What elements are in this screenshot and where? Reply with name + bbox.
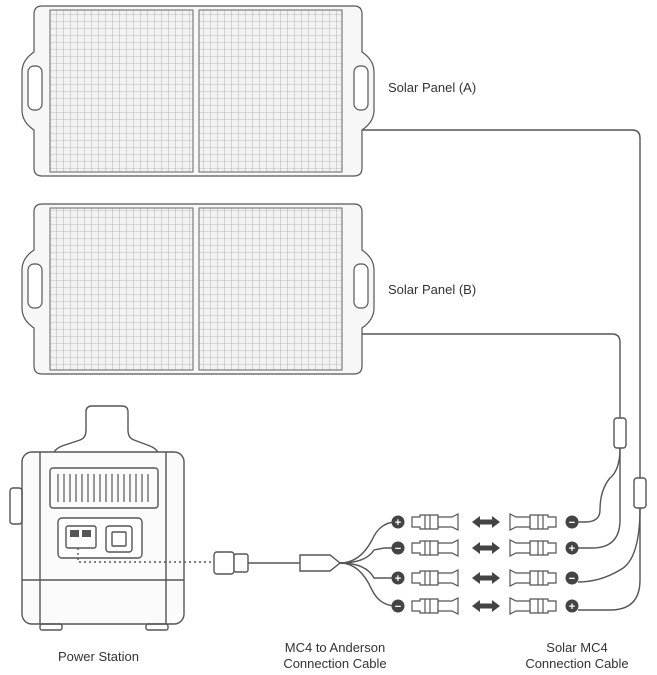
minus-icon-label: −	[569, 573, 575, 585]
plus-icon: +	[391, 515, 405, 529]
minus-icon-label: −	[395, 601, 401, 613]
solar-mc4-label-line1: Solar MC4	[546, 640, 608, 655]
double-arrow-icon	[472, 516, 500, 528]
solar-mc4-label: Solar MC4 Connection Cable	[515, 640, 639, 672]
minus-icon: −	[565, 515, 579, 529]
mc4-right-connector	[509, 569, 557, 587]
panel-b-label: Solar Panel (B)	[388, 282, 477, 297]
plus-icon-label: +	[569, 601, 575, 613]
mc4-anderson-label: MC4 to Anderson Connection Cable	[270, 640, 400, 672]
mc4-anderson-label-line1: MC4 to Anderson	[284, 640, 386, 655]
plus-icon-label: +	[395, 573, 401, 585]
power-station	[9, 405, 185, 631]
solar-panel-a	[21, 5, 375, 177]
anderson-cable	[77, 521, 397, 607]
plus-icon: +	[391, 571, 405, 585]
mc4-anderson-label-line2: Connection Cable	[283, 656, 387, 671]
mc4-right-connector	[509, 597, 557, 615]
plus-icon: +	[565, 541, 579, 555]
handle-left	[27, 65, 43, 111]
plus-icon-label: +	[569, 543, 575, 555]
plus-icon: +	[565, 599, 579, 613]
double-arrow-icon	[472, 600, 500, 612]
minus-icon-label: −	[395, 543, 401, 555]
mc4-left-connector	[411, 539, 459, 557]
power-station-label: Power Station	[58, 649, 139, 664]
double-arrow-icon	[472, 572, 500, 584]
panel-a-label: Solar Panel (A)	[388, 80, 477, 95]
minus-icon: −	[391, 599, 405, 613]
solar-mc4-label-line2: Connection Cable	[525, 656, 629, 671]
mc4-left-connector	[411, 597, 459, 615]
panel-cables	[362, 129, 647, 611]
mc4-left-connector	[411, 569, 459, 587]
mc4-right-connector	[509, 513, 557, 531]
double-arrow-icon	[472, 542, 500, 554]
minus-icon-label: −	[569, 517, 575, 529]
solar-panel-b	[21, 203, 375, 375]
mc4-right-connector	[509, 539, 557, 557]
plus-icon-label: +	[395, 517, 401, 529]
minus-icon: −	[565, 571, 579, 585]
mc4-left-connector	[411, 513, 459, 531]
handle-right	[353, 65, 369, 111]
minus-icon: −	[391, 541, 405, 555]
